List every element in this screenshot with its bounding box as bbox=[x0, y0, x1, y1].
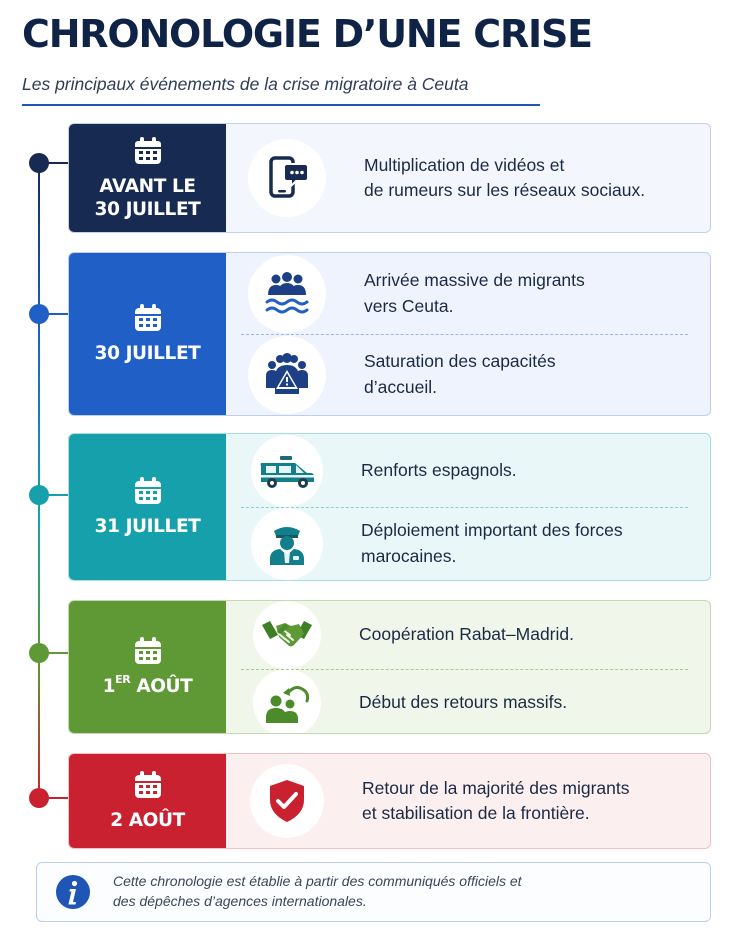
event-list: Retour de la majorité des migrants et st… bbox=[226, 754, 710, 848]
timeline-connector bbox=[38, 797, 68, 799]
timeline-connector bbox=[38, 494, 68, 496]
handshake-icon bbox=[262, 621, 312, 647]
event-item: Coopération Rabat–Madrid. bbox=[226, 601, 710, 669]
event-item: Saturation des capacités d’accueil. bbox=[226, 334, 710, 415]
timeline-card-before-30-july: AVANT LE 30 JUILLET Multiplication de vi… bbox=[68, 123, 711, 233]
event-item: Début des retours massifs. bbox=[226, 669, 710, 733]
icon-badge bbox=[248, 254, 326, 333]
event-text: Retour de la majorité des migrants et st… bbox=[362, 777, 630, 823]
timeline-dot bbox=[29, 304, 49, 324]
crowd-warning-icon bbox=[266, 352, 308, 394]
event-text: Multiplication de vidéos et de rumeurs s… bbox=[364, 154, 646, 200]
calendar-icon bbox=[134, 477, 161, 505]
date-panel: 1ER AOÛT bbox=[69, 601, 226, 733]
date-panel: AVANT LE 30 JUILLET bbox=[69, 124, 226, 232]
shield-check-icon bbox=[270, 780, 304, 822]
event-item: Renforts espagnols. bbox=[226, 434, 710, 507]
icon-badge bbox=[253, 601, 321, 669]
event-text: Déploiement important des forces marocai… bbox=[361, 520, 623, 566]
page-subtitle: Les principaux événements de la crise mi… bbox=[22, 74, 469, 94]
timeline-card-1-august: 1ER AOÛT Coopération Rabat–Madrid. bbox=[68, 600, 711, 734]
icon-badge bbox=[250, 764, 324, 838]
timeline-card-2-august: 2 AOÛT Retour de la majorité des migrant… bbox=[68, 753, 711, 849]
timeline-dot bbox=[29, 153, 49, 173]
timeline-dot bbox=[29, 643, 49, 663]
police-officer-icon bbox=[270, 526, 304, 565]
event-list: Multiplication de vidéos et de rumeurs s… bbox=[226, 124, 710, 232]
page-title: CHRONOLOGIE D’UNE CRISE bbox=[22, 12, 593, 56]
date-label: 30 JUILLET bbox=[94, 343, 201, 365]
date-label: AVANT LE 30 JUILLET bbox=[94, 175, 201, 220]
timeline-dot bbox=[29, 485, 49, 505]
event-text: Coopération Rabat–Madrid. bbox=[359, 624, 574, 645]
crowd-waves-icon bbox=[265, 271, 309, 313]
event-item: Arrivée massive de migrants vers Ceuta. bbox=[226, 253, 710, 334]
date-label: 2 AOÛT bbox=[110, 810, 185, 832]
calendar-icon bbox=[134, 136, 161, 164]
timeline-connector bbox=[38, 652, 68, 654]
event-text: Saturation des capacités d’accueil. bbox=[364, 351, 556, 397]
event-text: Arrivée massive de migrants vers Ceuta. bbox=[364, 270, 585, 316]
icon-badge bbox=[248, 335, 326, 414]
calendar-icon bbox=[134, 771, 161, 799]
calendar-icon bbox=[134, 637, 161, 665]
event-list: Arrivée massive de migrants vers Ceuta. bbox=[226, 253, 710, 415]
timeline-dot bbox=[29, 788, 49, 808]
date-panel: 30 JUILLET bbox=[69, 253, 226, 415]
timeline-connector bbox=[38, 313, 68, 315]
event-text: Renforts espagnols. bbox=[361, 459, 517, 480]
date-label: 1ER AOÛT bbox=[102, 673, 193, 698]
event-text: Début des retours massifs. bbox=[359, 692, 568, 713]
timeline-connector bbox=[38, 162, 68, 164]
icon-badge bbox=[253, 669, 321, 733]
icon-badge bbox=[251, 434, 323, 507]
calendar-icon bbox=[134, 304, 161, 332]
note-text: Cette chronologie est établie à partir d… bbox=[113, 873, 522, 909]
date-panel: 2 AOÛT bbox=[69, 754, 226, 848]
event-item: Déploiement important des forces marocai… bbox=[226, 507, 710, 580]
subtitle-underline bbox=[22, 104, 540, 106]
date-label: 31 JUILLET bbox=[94, 516, 201, 538]
event-list: Renforts espagnols. Déploiement importan… bbox=[226, 434, 710, 580]
icon-badge bbox=[251, 507, 323, 580]
timeline-card-30-july: 30 JUILLET Arrivée m bbox=[68, 252, 711, 416]
timeline-card-31-july: 31 JUILLET Renforts espagnols. bbox=[68, 433, 711, 581]
source-note: Cette chronologie est établie à partir d… bbox=[36, 862, 711, 922]
date-panel: 31 JUILLET bbox=[69, 434, 226, 580]
timeline-line bbox=[38, 162, 40, 797]
info-icon bbox=[56, 875, 90, 909]
people-return-icon bbox=[266, 686, 310, 723]
event-item: Retour de la majorité des migrants et st… bbox=[226, 754, 710, 848]
event-item: Multiplication de vidéos et de rumeurs s… bbox=[226, 124, 710, 232]
event-list: Coopération Rabat–Madrid. Début des reto… bbox=[226, 601, 710, 733]
smartphone-chat-icon bbox=[269, 156, 309, 198]
icon-badge bbox=[248, 139, 326, 217]
police-van-icon bbox=[260, 455, 314, 488]
